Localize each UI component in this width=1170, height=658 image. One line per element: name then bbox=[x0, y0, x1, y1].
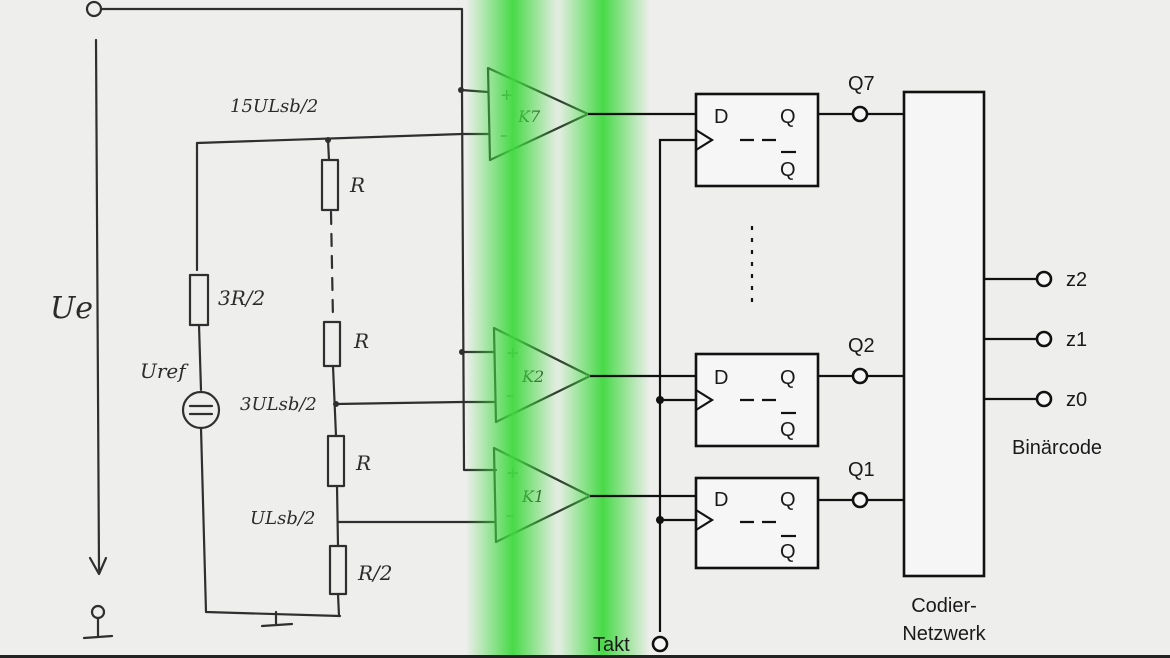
q2-terminal bbox=[851, 367, 869, 385]
input-terminal bbox=[85, 0, 103, 18]
ladder-resistor-1-label: R bbox=[349, 173, 365, 197]
input-wire bbox=[99, 7, 464, 92]
uref-label: Uref bbox=[140, 359, 189, 383]
encoder-label-line2: Netzwerk bbox=[902, 623, 986, 645]
ladder-wire-1 bbox=[326, 138, 331, 162]
flipflop-q1: D Q Q bbox=[694, 476, 820, 570]
flipflop-qbar-label: Q bbox=[780, 541, 796, 563]
highlight-strip-1 bbox=[466, 0, 560, 658]
ladder-wire-3 bbox=[335, 484, 340, 548]
q2-label: Q2 bbox=[848, 335, 875, 357]
flipflop-q-label: Q bbox=[780, 106, 796, 128]
z2-label: z2 bbox=[1066, 269, 1087, 291]
ref-source-symbol bbox=[181, 390, 221, 430]
flipflop-d-label: D bbox=[714, 106, 728, 128]
flipflop-qbar-label: Q bbox=[780, 419, 796, 441]
z0-label: z0 bbox=[1066, 389, 1087, 411]
flipflop-box bbox=[694, 352, 820, 448]
z1-terminal bbox=[1035, 330, 1053, 348]
ladder-resistor-1 bbox=[320, 158, 340, 212]
clock-triangle bbox=[695, 129, 715, 151]
mid-tap-label: 3ULsb/2 bbox=[240, 394, 317, 415]
clock-bus bbox=[658, 138, 696, 632]
flipflop-d-label: D bbox=[714, 367, 728, 389]
encoder-network bbox=[902, 90, 986, 578]
ladder-wire-4 bbox=[336, 592, 341, 618]
ref-source-bars bbox=[188, 404, 214, 416]
flipflop-box bbox=[694, 476, 820, 570]
ladder-resistor-2-label: R bbox=[353, 329, 369, 353]
ground-symbol-mid bbox=[260, 610, 294, 628]
ladder-resistor-4-label: R/2 bbox=[357, 561, 393, 585]
z2-terminal bbox=[1035, 270, 1053, 288]
bottom-edge bbox=[0, 655, 1170, 658]
top-tap-label: 15ULsb/2 bbox=[230, 96, 318, 117]
ref-bottom-wire bbox=[199, 426, 342, 618]
flipflop-q7: D Q Q bbox=[694, 92, 820, 188]
ref-mid-wire bbox=[197, 323, 203, 392]
clock-node-2 bbox=[656, 396, 664, 404]
z0-terminal bbox=[1035, 390, 1053, 408]
ground-symbol-left bbox=[82, 616, 114, 640]
flipflop-box bbox=[694, 92, 820, 188]
clock-node-1 bbox=[656, 516, 664, 524]
flipflop-q-label: Q bbox=[780, 489, 796, 511]
mid-tap-wire bbox=[334, 400, 464, 406]
clock-triangle bbox=[695, 389, 715, 411]
q1-label: Q1 bbox=[848, 459, 875, 481]
ladder-dashed bbox=[329, 210, 335, 322]
flipflop-d-label: D bbox=[714, 489, 728, 511]
ue-label: Ue bbox=[50, 291, 93, 326]
ladder-resistor-2 bbox=[322, 320, 342, 368]
ladder-resistor-3-label: R bbox=[355, 451, 371, 475]
flipflop-q2: D Q Q bbox=[694, 352, 820, 448]
clock-label: Takt bbox=[593, 634, 630, 656]
ue-arrowhead bbox=[88, 556, 108, 576]
z1-label: z1 bbox=[1066, 329, 1087, 351]
low-tap-label: ULsb/2 bbox=[250, 508, 315, 529]
binary-code-label: Binärcode bbox=[1012, 437, 1102, 459]
flipflop-qbar-label: Q bbox=[780, 159, 796, 181]
highlight-strip-2 bbox=[556, 0, 650, 658]
encoder-label-line1: Codier- bbox=[911, 595, 977, 617]
q7-label: Q7 bbox=[848, 73, 875, 95]
clock-triangle bbox=[695, 509, 715, 531]
ladder-resistor-4 bbox=[328, 544, 348, 596]
printed-circuit: Takt D Q Q Q7 D Q Q Q2 bbox=[588, 73, 1102, 656]
clock-terminal bbox=[651, 635, 669, 653]
q1-terminal bbox=[851, 491, 869, 509]
ue-arrow bbox=[94, 38, 101, 572]
source-resistor-label: 3R/2 bbox=[218, 286, 265, 310]
ladder-wire-2 bbox=[331, 364, 338, 438]
q7-terminal bbox=[851, 105, 869, 123]
source-resistor bbox=[188, 273, 210, 327]
ladder-resistor-3 bbox=[326, 434, 346, 488]
ground-terminal bbox=[90, 604, 106, 620]
flipflop-q-label: Q bbox=[780, 367, 796, 389]
